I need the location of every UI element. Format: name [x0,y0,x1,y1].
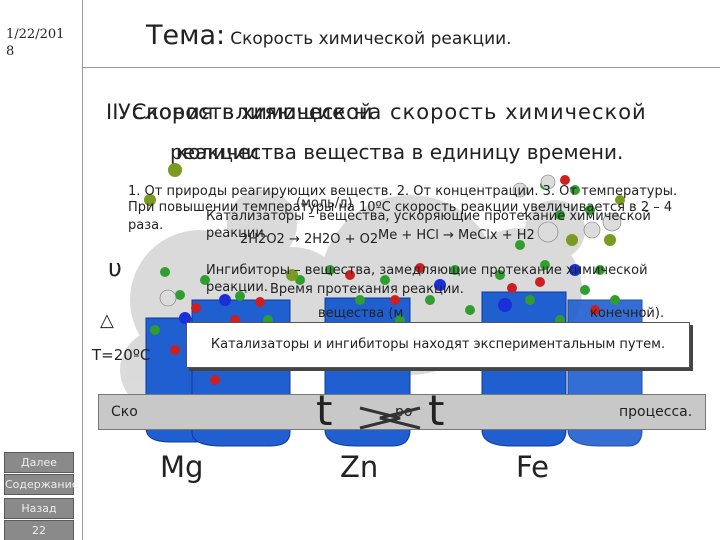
heading-amount: количества вещества в единицу времени. [176,140,624,164]
metal-label-fe: Fe [516,450,549,484]
gas-bubble [540,174,556,190]
rule-list: 1. От природы реагирующих веществ. 2. От… [128,184,678,199]
gas-bubble [602,212,622,232]
process-banner-left: Ско [111,404,138,420]
red-dot [590,305,600,315]
green-dot [150,325,160,335]
green-dot [570,185,580,195]
green-dot [450,265,460,275]
blue-dot [498,298,512,312]
green-dot [515,240,525,250]
red-dot [415,263,425,273]
gas-bubble [512,182,528,198]
red-dot [191,303,201,313]
green-dot [610,295,620,305]
rate-symbol: υ [108,254,122,282]
green-dot [425,295,435,305]
catalyst-note-banner: Катализаторы и ингибиторы находят экспер… [186,322,690,368]
red-dot [535,277,545,287]
green-dot [325,265,335,275]
catalysts-definition: Катализаторы – вещества, ускоряющие прот… [206,209,651,241]
green-dot [465,305,475,315]
red-dots [170,175,600,385]
bubble [227,190,297,260]
metal-equation: Me + HCl → MeClx + H2 [378,228,535,243]
red-dot [345,270,355,280]
heading-rate: II. Скорость химической [106,100,373,124]
gas-bubbles [159,174,622,307]
back-button[interactable]: Назад [4,498,74,519]
metal-label-zn: Zn [340,450,379,484]
green-dot [595,265,605,275]
green-dot [495,270,505,280]
green-dot [355,295,365,305]
olive-dot [604,234,616,246]
slide-title: Тема: Скорость химической реакции. [146,20,512,51]
concentration-tail-end: конечной). [590,306,665,321]
red-dot [560,175,570,185]
slide-date: 1/22/201 8 [6,27,65,59]
red-dot [507,283,517,293]
process-banner-right: процесса. [619,404,693,420]
temperature-rule: При повышении температуры на 10ºС скорос… [128,200,673,233]
green-dot [295,275,305,285]
olive-dot [286,269,298,281]
green-dot [235,291,245,301]
blue-dot [219,294,231,306]
olive-dots [144,163,625,281]
delta-symbol: △ [100,310,114,331]
green-dot [160,267,170,277]
olive-dot [168,163,182,177]
green-dot [585,205,595,215]
gas-bubble [537,221,559,243]
green-dot [380,275,390,285]
heading-reaction: реакции [170,140,259,164]
inequality-marks [359,406,421,430]
inhibitors-definition: Ингибиторы – вещества, замедляющие проте… [206,263,648,295]
red-dot [255,297,265,307]
title-divider [82,67,720,68]
time-symbol-right: t [428,386,445,435]
gas-bubble [583,221,601,239]
slide-number-button[interactable]: 22 [4,520,74,540]
blue-dot [434,279,446,291]
red-dot [170,345,180,355]
olive-dot [144,194,156,206]
contents-button[interactable]: Содержание [4,474,79,495]
blue-dots [179,264,581,324]
green-dot [525,295,535,305]
red-dot [210,375,220,385]
gas-bubble [159,289,177,307]
olive-dot [566,234,578,246]
heading-conditions: Условия влияющие на скорость химической [118,100,647,124]
title-prefix: Тема: [146,20,226,51]
green-dot [555,210,565,220]
olive-dot [615,195,625,205]
metal-label-mg: Mg [160,450,204,484]
concentration-tail: вещества (м [318,306,404,321]
blue-dot [179,312,191,324]
green-dot [200,275,210,285]
green-dot [175,290,185,300]
green-dot [580,285,590,295]
temperature-label: T=20ºC [92,346,151,364]
reaction-equation: 2H2O2 → 2H2O + O2 [240,232,379,247]
red-dot [390,295,400,305]
blue-dot [569,264,581,276]
green-dot [540,260,550,270]
left-divider [82,0,83,540]
concentration-units: (моль/л) [296,196,353,211]
next-button[interactable]: Далее [4,452,74,473]
reaction-time-label: Время протекания реакции. [270,282,464,297]
title-text: Скорость химической реакции. [230,29,512,49]
time-symbol-left: t [316,386,333,435]
